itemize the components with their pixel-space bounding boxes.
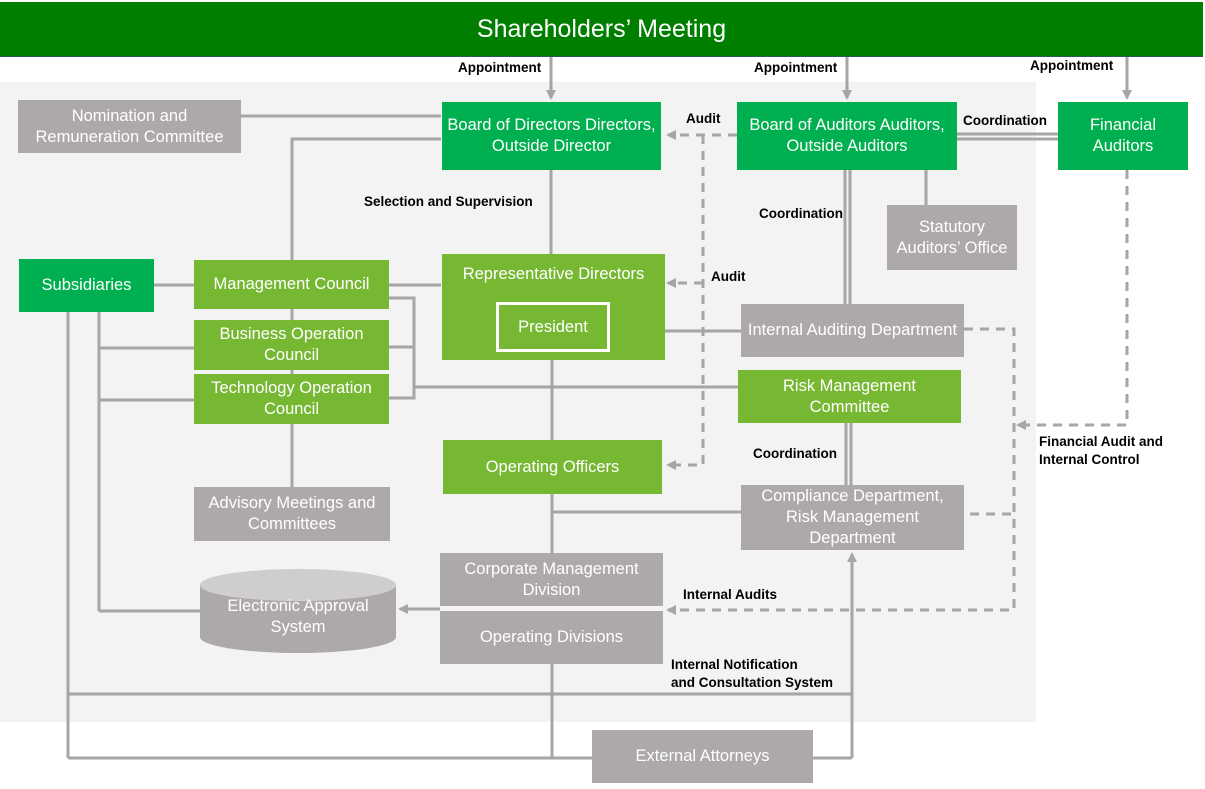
board-of-directors-box: Board of Directors Directors, Outside Di…	[442, 102, 661, 170]
electronic-approval-cylinder	[200, 569, 396, 653]
subsidiaries-box: Subsidiaries	[19, 259, 154, 312]
advisory-meetings-box: Advisory Meetings and Committees	[194, 487, 390, 541]
appointment-label: Appointment	[754, 60, 838, 75]
coordination-label: Coordination	[759, 206, 843, 221]
operating-divisions-box: Operating Divisions	[440, 611, 663, 664]
coordination-label: Coordination	[963, 113, 1047, 128]
internal-notification-label: Internal Notification and Consultation S…	[671, 657, 834, 690]
statutory-auditors-office-box: Statutory Auditors’ Office	[887, 205, 1017, 270]
shareholders-meeting-header: Shareholders’ Meeting	[0, 2, 1203, 57]
business-operation-council-box: Business Operation Council	[194, 320, 389, 370]
internal-audits-label: Internal Audits	[683, 587, 778, 602]
president-box: President	[496, 302, 610, 352]
audit-label: Audit	[686, 111, 721, 126]
audit-label: Audit	[711, 269, 746, 284]
corporate-management-division-box: Corporate Management Division	[440, 553, 663, 606]
electronic-approval-system-label: Electronic Approval System	[227, 597, 369, 636]
internal-auditing-department-box: Internal Auditing Department	[741, 304, 964, 357]
header-title: Shareholders’ Meeting	[476, 14, 727, 43]
representative-directors-box: Representative Directors	[442, 254, 665, 360]
external-attorneys-box: External Attorneys	[592, 730, 813, 783]
nomination-committee-box: Nomination and Remuneration Committee	[18, 100, 241, 153]
board-to-management-link	[290, 137, 441, 262]
financial-auditors-box: Financial Auditors	[1058, 102, 1188, 170]
compliance-department-box: Compliance Department, Risk Management D…	[741, 485, 964, 550]
operating-officers-box: Operating Officers	[443, 440, 662, 494]
management-council-box: Management Council	[194, 260, 389, 309]
risk-management-committee-box: Risk Management Committee	[738, 370, 961, 423]
appointment-label: Appointment	[1030, 58, 1114, 73]
selection-supervision-label: Selection and Supervision	[364, 194, 533, 209]
financial-audit-label: Financial Audit and Internal Control	[1039, 434, 1164, 467]
board-of-auditors-box: Board of Auditors Auditors, Outside Audi…	[737, 102, 957, 170]
technology-operation-council-box: Technology Operation Council	[194, 374, 389, 424]
appointment-label: Appointment	[458, 60, 542, 75]
coordination-label: Coordination	[753, 446, 837, 461]
